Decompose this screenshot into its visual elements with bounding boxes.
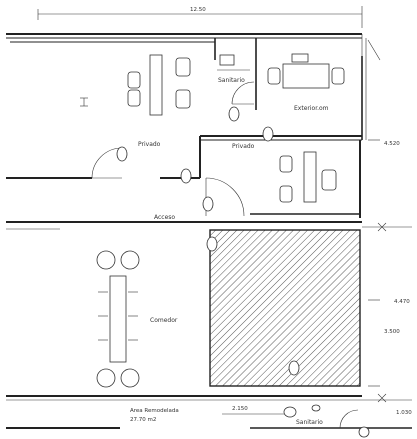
acceso-wall: [6, 221, 412, 232]
dimension-bottom-1: 2.150: [232, 406, 248, 412]
remodeled-area: [206, 229, 361, 387]
privado-walls: [6, 135, 362, 218]
room-label-privado-left: Privado: [138, 141, 161, 148]
desk-privado-right: [279, 151, 337, 203]
dimension-top-overall: 12.50: [190, 7, 206, 13]
bottom-fixtures: [222, 404, 370, 438]
room-label-acceso: Acceso: [154, 214, 175, 221]
dining-table: [96, 250, 140, 388]
room-label-exterior: Exterior.om: [294, 105, 329, 112]
area-note-line2: 27.70 m2: [130, 417, 156, 423]
room-label-comedor: Comedor: [150, 317, 178, 324]
top-dimension-line: [37, 6, 363, 28]
wall-fixture: [80, 97, 88, 107]
bottom-walls: [6, 393, 412, 429]
dimension-right-1: 4.520: [384, 141, 400, 147]
door-swing-privado-right: [202, 126, 274, 217]
dimension-right-4: 1.030: [396, 410, 412, 416]
area-note-line1: Area Remodelada: [130, 408, 179, 414]
dimension-right-3: 3.500: [384, 329, 400, 335]
exterior-room-walls: [361, 39, 381, 140]
room-label-sanitario-bottom: Sanitario: [296, 419, 323, 426]
exterior-room-desk: [267, 53, 345, 89]
dimension-right-2: 4.470: [394, 299, 410, 305]
door-swing-sanitario: [228, 81, 255, 122]
room-label-privado-right: Privado: [232, 143, 255, 150]
sanitario-top-room: [214, 38, 257, 110]
desk-left: [127, 54, 191, 116]
top-exterior-wall: [6, 33, 367, 56]
right-dimension-marks: [368, 139, 380, 387]
door-swing-privado-left: [91, 146, 192, 184]
room-label-sanitario-top: Sanitario: [218, 77, 245, 84]
